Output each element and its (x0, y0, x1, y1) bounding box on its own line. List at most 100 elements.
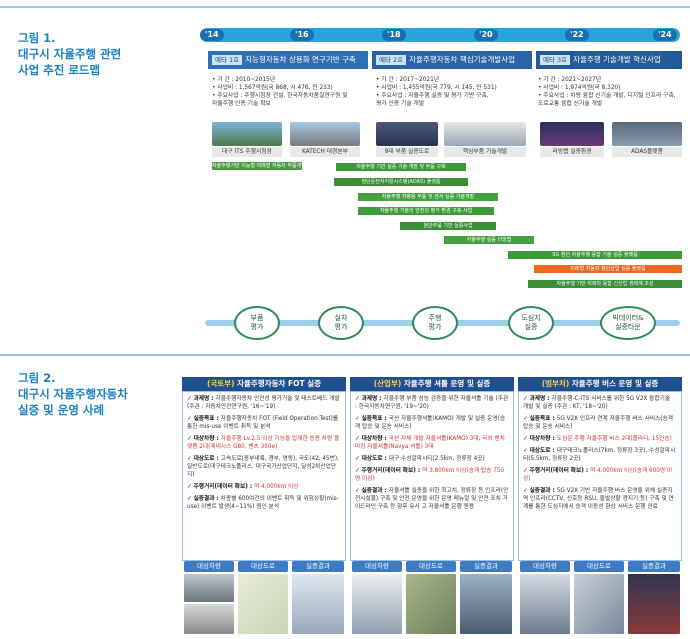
photo-caption: 대구 ITS 주행시험장 (212, 147, 282, 157)
figure2-title-line1: 대구시 자율주행자동차 (18, 387, 128, 401)
road-map-image (574, 574, 624, 634)
column-heading: (범부처) 자율주행 버스 운영 및 실증 (518, 377, 682, 391)
photo-core-parts (444, 122, 526, 146)
item-key: 대상차량 : (361, 436, 389, 442)
item-key: 대상차량 : (193, 436, 221, 442)
project-bar: 5G 첨단 자율주행 융합 기술 실증 플랫폼 (508, 251, 682, 259)
detail-line: • 주요사업 : 차량 융합 신기술 개발, 디지털 인프라 구축, (538, 93, 676, 99)
year-marker: '18 (382, 29, 406, 41)
item-key: 과제명 : (361, 396, 384, 402)
shuttle-photo (352, 574, 402, 634)
item: ✓ 과제명 : 자율주행자동차 안전성 평가기술 및 테스트베드 개발 (주관 … (187, 396, 340, 410)
detail-line: 자율주행 인증 기술 확보 (212, 101, 271, 107)
result-photo (460, 574, 512, 634)
sub-label: 대상차량 (352, 561, 402, 572)
phase-tag: 예타 1호 (212, 55, 243, 65)
year-timeline (200, 28, 680, 42)
photo-caption: 리빙랩 실증환경 (540, 147, 604, 157)
item: ✓ 대상도로 : 대구 수성알파시티(2.5km, 정류장 4곳) (355, 456, 485, 462)
item-value: 약 4,000km 이상 (254, 484, 299, 490)
item-value: 5G V2X 인프라 연계 자율주행 버스 서비스(승객 탑승 및 운송 서비스… (523, 416, 673, 430)
milestone-label: 도심지 실증 (521, 314, 541, 331)
item-value: 자율주행 Lv.2.5 이상 기능을 탑재한 승용 차량 플랫폼 2대(제네시스… (187, 436, 340, 450)
item-value: 자율셔틀 실증을 위한 최고치, 정류장 등 인프라(안전시설물) 구축 및 안… (355, 488, 509, 510)
item-value: 약 3,800km 이상(승객 탑승 750명 이상) (355, 468, 505, 482)
year-marker: '16 (290, 29, 314, 41)
item-value: 대구테크노폴리스(7km, 정류장 3곳), 수성알파시티(5.5km, 정류장… (523, 448, 676, 462)
phase-tag: 예타 2호 (376, 55, 407, 65)
detail-line: • 사업비 : 1,974억원(국 8,320) (538, 85, 621, 91)
project-bar: 첨단부품 기반 실증사업 (400, 222, 496, 230)
column-body-multi: ✓ 과제명 : 자율주행-C-ITS 서비스를 위한 5G V2X 융합기술 개… (518, 391, 682, 561)
milestone-circle: 주행 평가 (412, 306, 458, 340)
column-ministry: (국토부) (206, 379, 235, 388)
phase-3-details: • 기 간 : 2021~2027년 • 사업비 : 1,974억원(국 8,3… (538, 76, 684, 108)
figure1-title-line2: 사업 추진 로드맵 (18, 63, 101, 77)
item: ✓ 실증결과 : 자율셔틀 실증을 위한 최고치, 정류장 등 인프라(안전시설… (355, 488, 509, 510)
item: ✓ 대상차량 : 도심운 주행 자율주행 버스 2대(플라티, 15인승) (523, 436, 672, 442)
item-key: 실증목표 : (361, 416, 389, 422)
photo-its-test-track (212, 122, 282, 146)
detail-line: 도로교통 융합 신기술 개발 (538, 101, 603, 107)
item-value: 국산 자율주행셔틀(KAMO) 개발 및 실증 운영(승객 탑승 및 운송 서비… (355, 416, 506, 430)
item: ✓ 주행거리(데이터 확보) : 약 4,000km 이상 (187, 484, 299, 490)
column-title: 자율주행자동차 FOT 실증 (234, 379, 322, 388)
column-title: 자율주행 버스 운영 및 실증 (569, 379, 659, 388)
photo-living-lab (540, 122, 604, 146)
vehicle-photo (184, 604, 234, 634)
item-key: 주행거리(데이터 확보) : (361, 468, 423, 474)
item-key: 실증목표 : (529, 416, 557, 422)
sub-label: 대상도로 (574, 561, 624, 572)
item-value: 자율주행 부품 성능 검증을 위한 자율셔틀 기술 (주관 : 한국자동차연구원… (355, 396, 509, 410)
project-bar: 자율주행 실증 리빙랩 (444, 236, 534, 244)
vehicle-photo (184, 574, 234, 602)
figure2-title-line2: 실증 및 운영 사례 (18, 403, 105, 417)
milestone-circle: 도심지 실증 (508, 306, 554, 340)
sub-label: 실증결과 (628, 561, 680, 572)
item-value: 고속도로(중부내륙, 경부, 영동), 국도(42, 45번), 일반도로(대구… (187, 456, 339, 478)
detail-line: • 주요사업 : 주행시험장 건설, 한국자동차품질연구원 및 (212, 93, 348, 99)
item-value: 대구 수성알파시티(2.5km, 정류장 4곳) (388, 456, 485, 462)
item: ✓ 실증결과 : 5G V2X 기반 자율주행 버스 운영을 위해 실증지역 인… (523, 488, 674, 510)
phase-2-details: • 기 간 : 2017~2021년 • 사업비 : 1,455억원(국 779… (376, 76, 534, 108)
road-map-image (238, 574, 288, 634)
column-heading: (산업부) 자율주행 셔틀 운영 및 실증 (350, 377, 514, 391)
detail-line: • 기 간 : 2010~2015년 (212, 77, 276, 83)
sub-label: 실증결과 (460, 561, 512, 572)
item-value: 자율주행자동차 안전성 평가기술 및 테스트베드 개발 (주관 : 자동차안전연… (187, 396, 340, 410)
milestone-label: 부품 평가 (250, 314, 264, 331)
milestone-circle: 빅데이터& 실증타운 (600, 306, 656, 340)
detail-line: • 기 간 : 2017~2021년 (376, 77, 440, 83)
item-value: 자율주행자동차 FOT (Field Operation Test)를 통한 m… (187, 416, 339, 430)
column-heading: (국토부) 자율주행자동차 FOT 실증 (182, 377, 346, 391)
project-bar: 첨단운전자지원시스템(ADAS) 플랫폼 (334, 178, 468, 186)
detail-line: • 사업비 : 1,455억원(국 779, 시 145, 민 531) (376, 85, 497, 91)
item: ✓ 대상도로 : 대구테크노폴리스(7km, 정류장 3곳), 수성알파시티(5… (523, 448, 676, 462)
column-ministry: (범부처) (541, 379, 570, 388)
phase-name: 자율주행 기술개발 혁신사업 (573, 55, 661, 64)
photo-caption: 9대 부품 실증도로 (376, 147, 438, 157)
column-body-motie: ✓ 과제명 : 자율주행 부품 성능 검증을 위한 자율셔틀 기술 (주관 : … (350, 391, 514, 561)
item: ✓ 실증목표 : 5G V2X 인프라 연계 자율주행 버스 서비스(승객 탑승… (523, 416, 673, 430)
year-marker: '24 (653, 29, 677, 41)
item-key: 대상차량 : (529, 436, 557, 442)
phase-name: 자율주행자동차 핵심기술개발사업 (409, 55, 516, 64)
figure1-title: 그림 1. 대구시 자율주행 관련 사업 추진 로드맵 (18, 30, 121, 78)
item-key: 실증결과 : (529, 488, 557, 494)
item: ✓ 실증목표 : 자율주행자동차 FOT (Field Operation Te… (187, 416, 339, 430)
item-value: 국산 자체 개발 자율셔틀(KAMO) 3대, 국외 벤치마킹 자율셔틀(Nav… (355, 436, 505, 450)
item: ✓ 과제명 : 자율주행-C-ITS 서비스를 위한 5G V2X 융합기술 개… (523, 396, 671, 410)
item: ✓ 실증목표 : 국산 자율주행셔틀(KAMO) 개발 및 실증 운영(승객 탑… (355, 416, 506, 430)
project-bar: 자율주행 기술의 안전성 평가 환경 구축 사업 (358, 207, 494, 215)
section-divider (0, 354, 690, 356)
column-title: 자율주행 셔틀 운영 및 실증 (401, 379, 491, 388)
item-key: 주행거리(데이터 확보) : (193, 484, 255, 490)
detail-line: • 사업비 : 1,567억원(국 868, 시 476, 민 233) (212, 85, 333, 91)
year-marker: '14 (200, 29, 224, 41)
project-bar: 자율주행 기반 실증 기술 개발 및 부품 구축 (336, 163, 466, 171)
photo-katech (290, 122, 360, 146)
item: ✓ 실증결과 : 차종별 600여건의 이벤트 취득 및 위험상황(mis-us… (187, 496, 339, 510)
item-value: 약 4,000km 이상(승객 600명 이상) (523, 468, 673, 482)
